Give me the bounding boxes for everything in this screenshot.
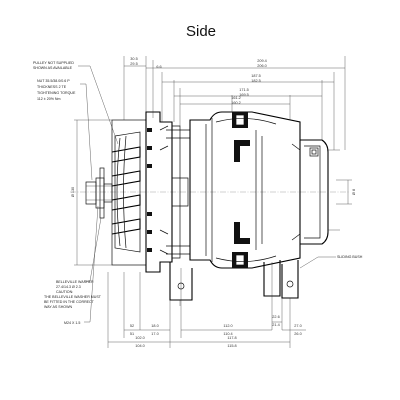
svg-text:PULLEY NOT SUPPLIED: PULLEY NOT SUPPLIED: [33, 61, 74, 65]
svg-text:29.5: 29.5: [130, 62, 137, 66]
svg-text:30.5: 30.5: [130, 57, 137, 61]
svg-text:17.0: 17.0: [151, 332, 158, 336]
svg-text:117.8: 117.8: [227, 336, 236, 340]
svg-text:102.0: 102.0: [135, 336, 145, 340]
svg-text:27.4/14.3 Ø 2.3: 27.4/14.3 Ø 2.3: [56, 285, 81, 289]
callout-nut: NUT 35.5/38.0/0.6 P THICKNESS 2 TE TIGHT…: [37, 79, 93, 181]
dimension-left-diameter: Ø 130: [71, 119, 112, 266]
svg-text:112.0: 112.0: [223, 324, 232, 328]
svg-text:SLIDING BUSH: SLIDING BUSH: [337, 255, 363, 259]
svg-text:M24 X 1.5: M24 X 1.5: [64, 321, 80, 325]
callout-thread: M24 X 1.5: [64, 205, 99, 325]
svg-text:SHOWN AS AVAILABLE: SHOWN AS AVAILABLE: [33, 66, 73, 70]
svg-text:112 ± 20% Nm: 112 ± 20% Nm: [37, 97, 60, 101]
shaft-and-nut: [85, 167, 113, 219]
rear-cover: [291, 139, 340, 245]
svg-text:209.4: 209.4: [257, 59, 267, 63]
svg-text:169.5: 169.5: [239, 93, 249, 97]
alternator-body: [189, 111, 301, 269]
svg-text:161.2: 161.2: [231, 96, 241, 100]
dimensions-top: 30.5 29.5 6.6 209.4 206.0 187.5 182.5 17…: [123, 56, 346, 150]
view-title: Side: [186, 23, 216, 40]
dimensions-bottom: 52 51 18.0 17.0 112.0 110.4 22.6 21.4 27…: [107, 272, 306, 348]
svg-text:187.5: 187.5: [251, 74, 261, 78]
svg-text:115.8: 115.8: [227, 344, 236, 348]
svg-text:WAY AS SHOWN: WAY AS SHOWN: [44, 305, 72, 309]
svg-text:18.0: 18.0: [151, 324, 158, 328]
svg-text:27.0: 27.0: [294, 324, 301, 328]
svg-text:110.4: 110.4: [223, 332, 232, 336]
svg-text:6.6: 6.6: [156, 65, 161, 69]
svg-text:26.0: 26.0: [294, 332, 301, 336]
svg-text:171.5: 171.5: [239, 88, 249, 92]
svg-text:21.4: 21.4: [272, 323, 279, 327]
svg-text:52: 52: [130, 324, 134, 328]
svg-text:NUT 35.5/38.0/0.6 P: NUT 35.5/38.0/0.6 P: [37, 79, 70, 83]
svg-text:THICKNESS 2 TE: THICKNESS 2 TE: [37, 85, 67, 89]
dimension-right-diameter: Ø 8: [336, 179, 356, 205]
svg-text:206.0: 206.0: [257, 64, 267, 68]
svg-text:51: 51: [130, 332, 134, 336]
svg-text:CAUTION:: CAUTION:: [56, 290, 73, 294]
svg-text:TIGHTENING TORQUE: TIGHTENING TORQUE: [37, 91, 76, 95]
svg-text:THE BELLEVILLE WASHER MUST: THE BELLEVILLE WASHER MUST: [44, 295, 102, 299]
callout-pulley: PULLEY NOT SUPPLIED SHOWN AS AVAILABLE: [33, 61, 119, 145]
svg-text:160.2: 160.2: [231, 101, 241, 105]
svg-text:BELLEVILLE WASHER: BELLEVILLE WASHER: [56, 280, 94, 284]
callout-belleville-washer: BELLEVILLE WASHER 27.4/14.3 Ø 2.3 CAUTIO…: [44, 217, 102, 309]
svg-text:BE FITTED IN THE CORRECT: BE FITTED IN THE CORRECT: [44, 300, 95, 304]
svg-text:182.5: 182.5: [251, 79, 261, 83]
svg-text:104.0: 104.0: [135, 344, 145, 348]
svg-text:Ø 130: Ø 130: [71, 187, 75, 197]
svg-text:Ø 8: Ø 8: [352, 189, 356, 195]
svg-text:22.6: 22.6: [272, 315, 279, 319]
callout-sliding-bush: SLIDING BUSH: [299, 255, 363, 269]
